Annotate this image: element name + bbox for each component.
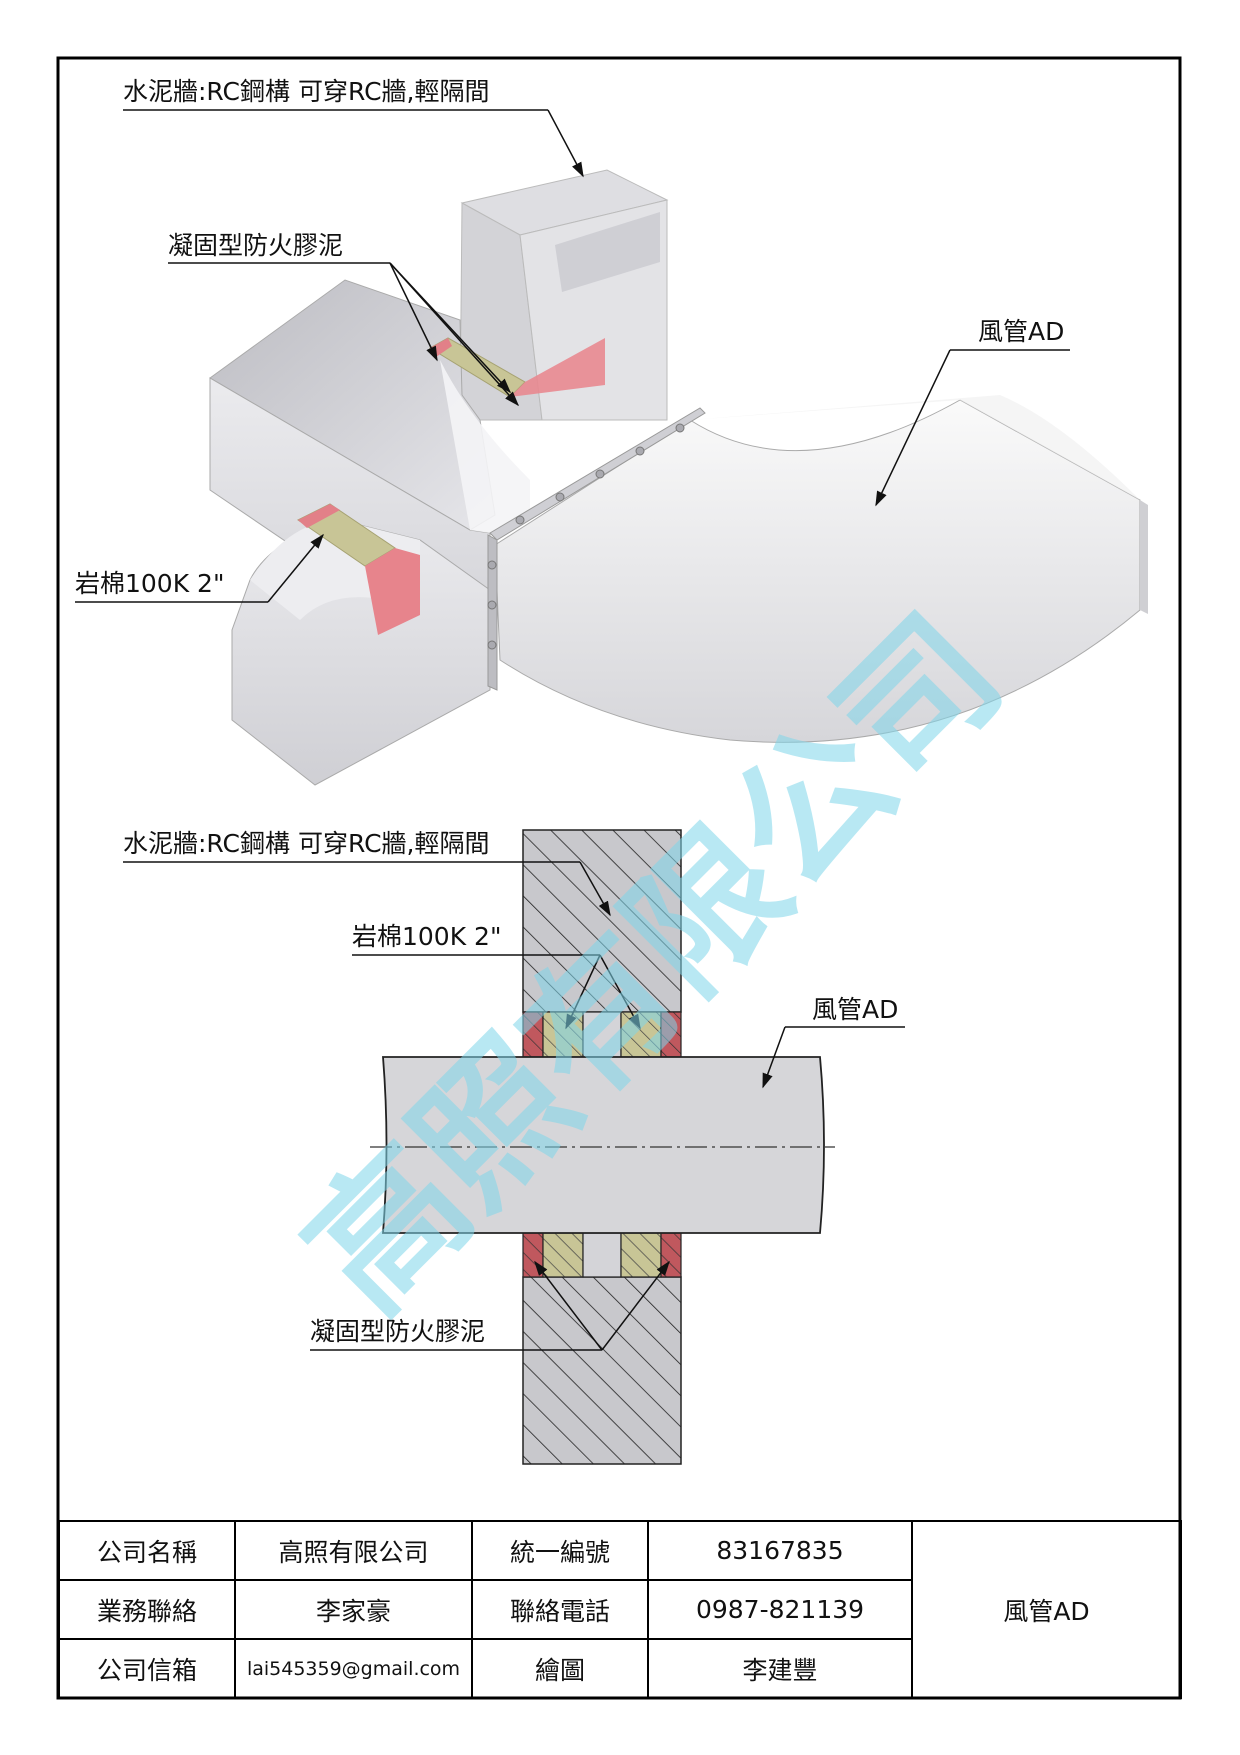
contact-label: 業務聯絡 — [58, 1579, 236, 1640]
svg-text:凝固型防火膠泥: 凝固型防火膠泥 — [168, 231, 343, 260]
drawer-label: 繪圖 — [471, 1638, 649, 1699]
callout-rockwool-3d: 岩棉100K 2" — [75, 533, 324, 603]
putty-bottom-left — [522, 1232, 544, 1278]
flange-bolts — [487, 423, 685, 650]
svg-text:凝固型防火膠泥: 凝固型防火膠泥 — [310, 1317, 485, 1346]
callout-wall-section: 水泥牆:RC鋼構 可穿RC牆,輕隔間 — [123, 829, 611, 917]
email-label: 公司信箱 — [58, 1638, 236, 1699]
svg-text:岩棉100K 2": 岩棉100K 2" — [352, 922, 501, 951]
callout-duct-3d: 風管AD — [875, 317, 1070, 507]
drawing-title: 風管AD — [911, 1520, 1182, 1699]
tax-id-value: 83167835 — [647, 1520, 913, 1581]
rockwool-top-right — [620, 1011, 662, 1058]
callout-wall-3d: 水泥牆:RC鋼構 可穿RC牆,輕隔間 — [123, 77, 584, 178]
callout-putty-3d: 凝固型防火膠泥 — [168, 231, 520, 407]
email-value[interactable]: lai545359@gmail.com — [234, 1638, 473, 1699]
wall-section-bottom — [522, 1276, 682, 1465]
rockwool-bottom-right — [620, 1232, 662, 1278]
svg-text:風管AD: 風管AD — [812, 995, 898, 1024]
callout-duct-section: 風管AD — [762, 995, 905, 1089]
company-value: 高照有限公司 — [234, 1520, 473, 1581]
phone-value: 0987-821139 — [647, 1579, 913, 1640]
svg-text:水泥牆:RC鋼構 可穿RC牆,輕隔間: 水泥牆:RC鋼構 可穿RC牆,輕隔間 — [123, 77, 489, 106]
section-view — [370, 829, 835, 1465]
wall-section-top — [522, 829, 682, 1013]
title-block: 公司名稱 高照有限公司 統一編號 83167835 風管AD 業務聯絡 李家豪 … — [58, 1520, 1182, 1699]
callout-rockwool-section: 岩棉100K 2" — [352, 922, 641, 1030]
putty-bottom-right — [660, 1232, 682, 1278]
duct-section — [382, 1056, 825, 1234]
firestop-seal-lower — [297, 503, 420, 635]
rockwool-bottom-left — [542, 1232, 584, 1278]
svg-text:岩棉100K 2": 岩棉100K 2" — [75, 569, 224, 598]
isometric-view — [209, 169, 1148, 786]
callout-putty-section: 凝固型防火膠泥 — [310, 1260, 670, 1351]
contact-value: 李家豪 — [234, 1579, 473, 1640]
drawer-value: 李建豐 — [647, 1638, 913, 1699]
svg-text:風管AD: 風管AD — [978, 317, 1064, 346]
svg-text:水泥牆:RC鋼構 可穿RC牆,輕隔間: 水泥牆:RC鋼構 可穿RC牆,輕隔間 — [123, 829, 489, 858]
sheet-border — [56, 56, 1182, 1700]
company-label: 公司名稱 — [58, 1520, 236, 1581]
phone-label: 聯絡電話 — [471, 1579, 649, 1640]
tax-id-label: 統一編號 — [471, 1520, 649, 1581]
